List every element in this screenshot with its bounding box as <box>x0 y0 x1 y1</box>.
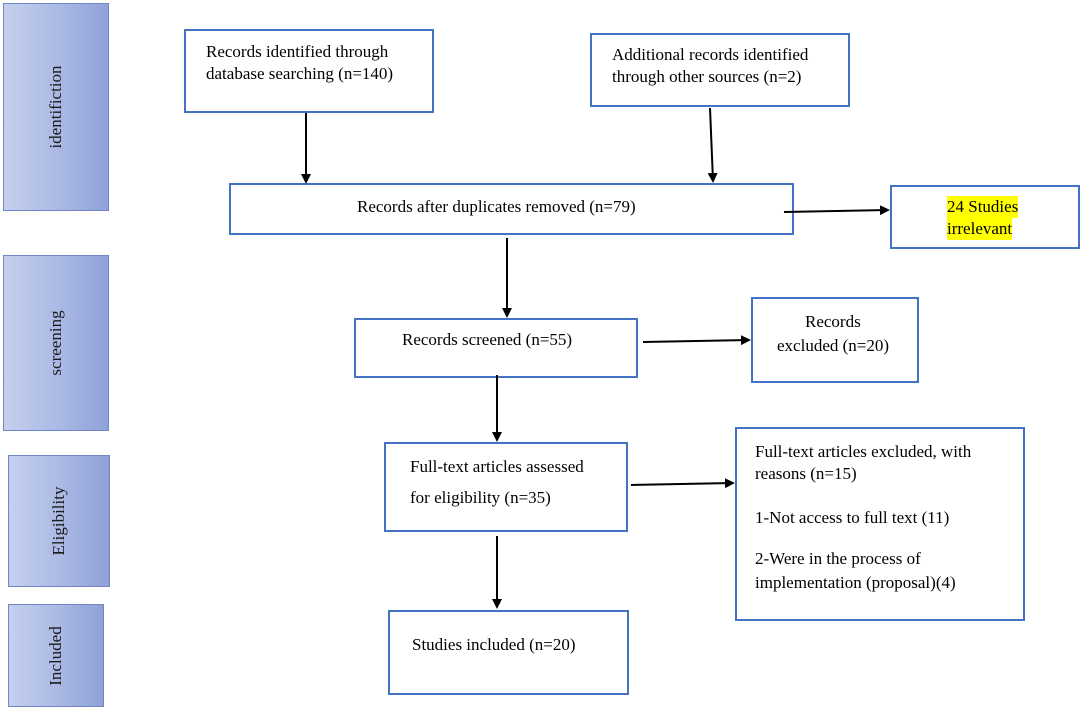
fulltext-excluded-line-5: implementation (proposal)(4) <box>755 573 956 592</box>
other-records-line-2: through other sources (n=2) <box>612 67 802 86</box>
box-database-records: Records identified through database sear… <box>184 29 434 113</box>
stage-band-eligibility: Eligibility <box>8 455 110 587</box>
other-records-line-1: Additional records identified <box>612 45 809 64</box>
irrelevant-line-2: irrelevant <box>947 218 1013 240</box>
excluded-line-1: Records <box>805 312 861 331</box>
stage-band-included: Included <box>8 604 104 707</box>
stage-band-screening: screening <box>3 255 109 431</box>
box-excluded: Records excluded (n=20) <box>751 297 919 383</box>
box-fulltext-excluded: Full-text articles excluded, with reason… <box>735 427 1025 621</box>
database-records-line-2: database searching (n=140) <box>206 64 394 83</box>
stage-band-identification: identifiction <box>3 3 109 211</box>
fulltext-assessed-line-2: for eligibility (n=35) <box>410 488 551 507</box>
fulltext-excluded-line-1: Full-text articles excluded, with <box>755 442 972 461</box>
fulltext-assessed-line-1: Full-text articles assessed <box>410 457 584 476</box>
fulltext-excluded-line-4: 2-Were in the process of <box>755 549 921 568</box>
arrow-fulltext-to-excluded <box>630 478 735 489</box>
database-records-line-1: Records identified through <box>206 42 389 61</box>
arrow-other-to-duplicates <box>707 107 718 183</box>
irrelevant-line-1: 24 Studies <box>947 196 1019 218</box>
box-irrelevant: 24 Studies irrelevant <box>890 185 1080 249</box>
included-line-1: Studies included (n=20) <box>412 635 576 654</box>
box-duplicates-removed: Records after duplicates removed (n=79) <box>229 183 794 235</box>
excluded-line-2: excluded (n=20) <box>777 336 890 355</box>
screened-line-1: Records screened (n=55) <box>402 330 573 349</box>
duplicates-removed-line-1: Records after duplicates removed (n=79) <box>357 197 636 216</box>
box-other-records: Additional records identified through ot… <box>590 33 850 107</box>
fulltext-excluded-line-2: reasons (n=15) <box>755 464 857 483</box>
box-included: Studies included (n=20) <box>388 610 629 695</box>
arrow-duplicates-to-irrelevant <box>783 205 890 216</box>
arrow-screened-to-excluded <box>642 335 751 346</box>
box-fulltext-assessed: Full-text articles assessed for eligibil… <box>384 442 628 532</box>
fulltext-excluded-line-3: 1-Not access to full text (11) <box>755 508 950 527</box>
